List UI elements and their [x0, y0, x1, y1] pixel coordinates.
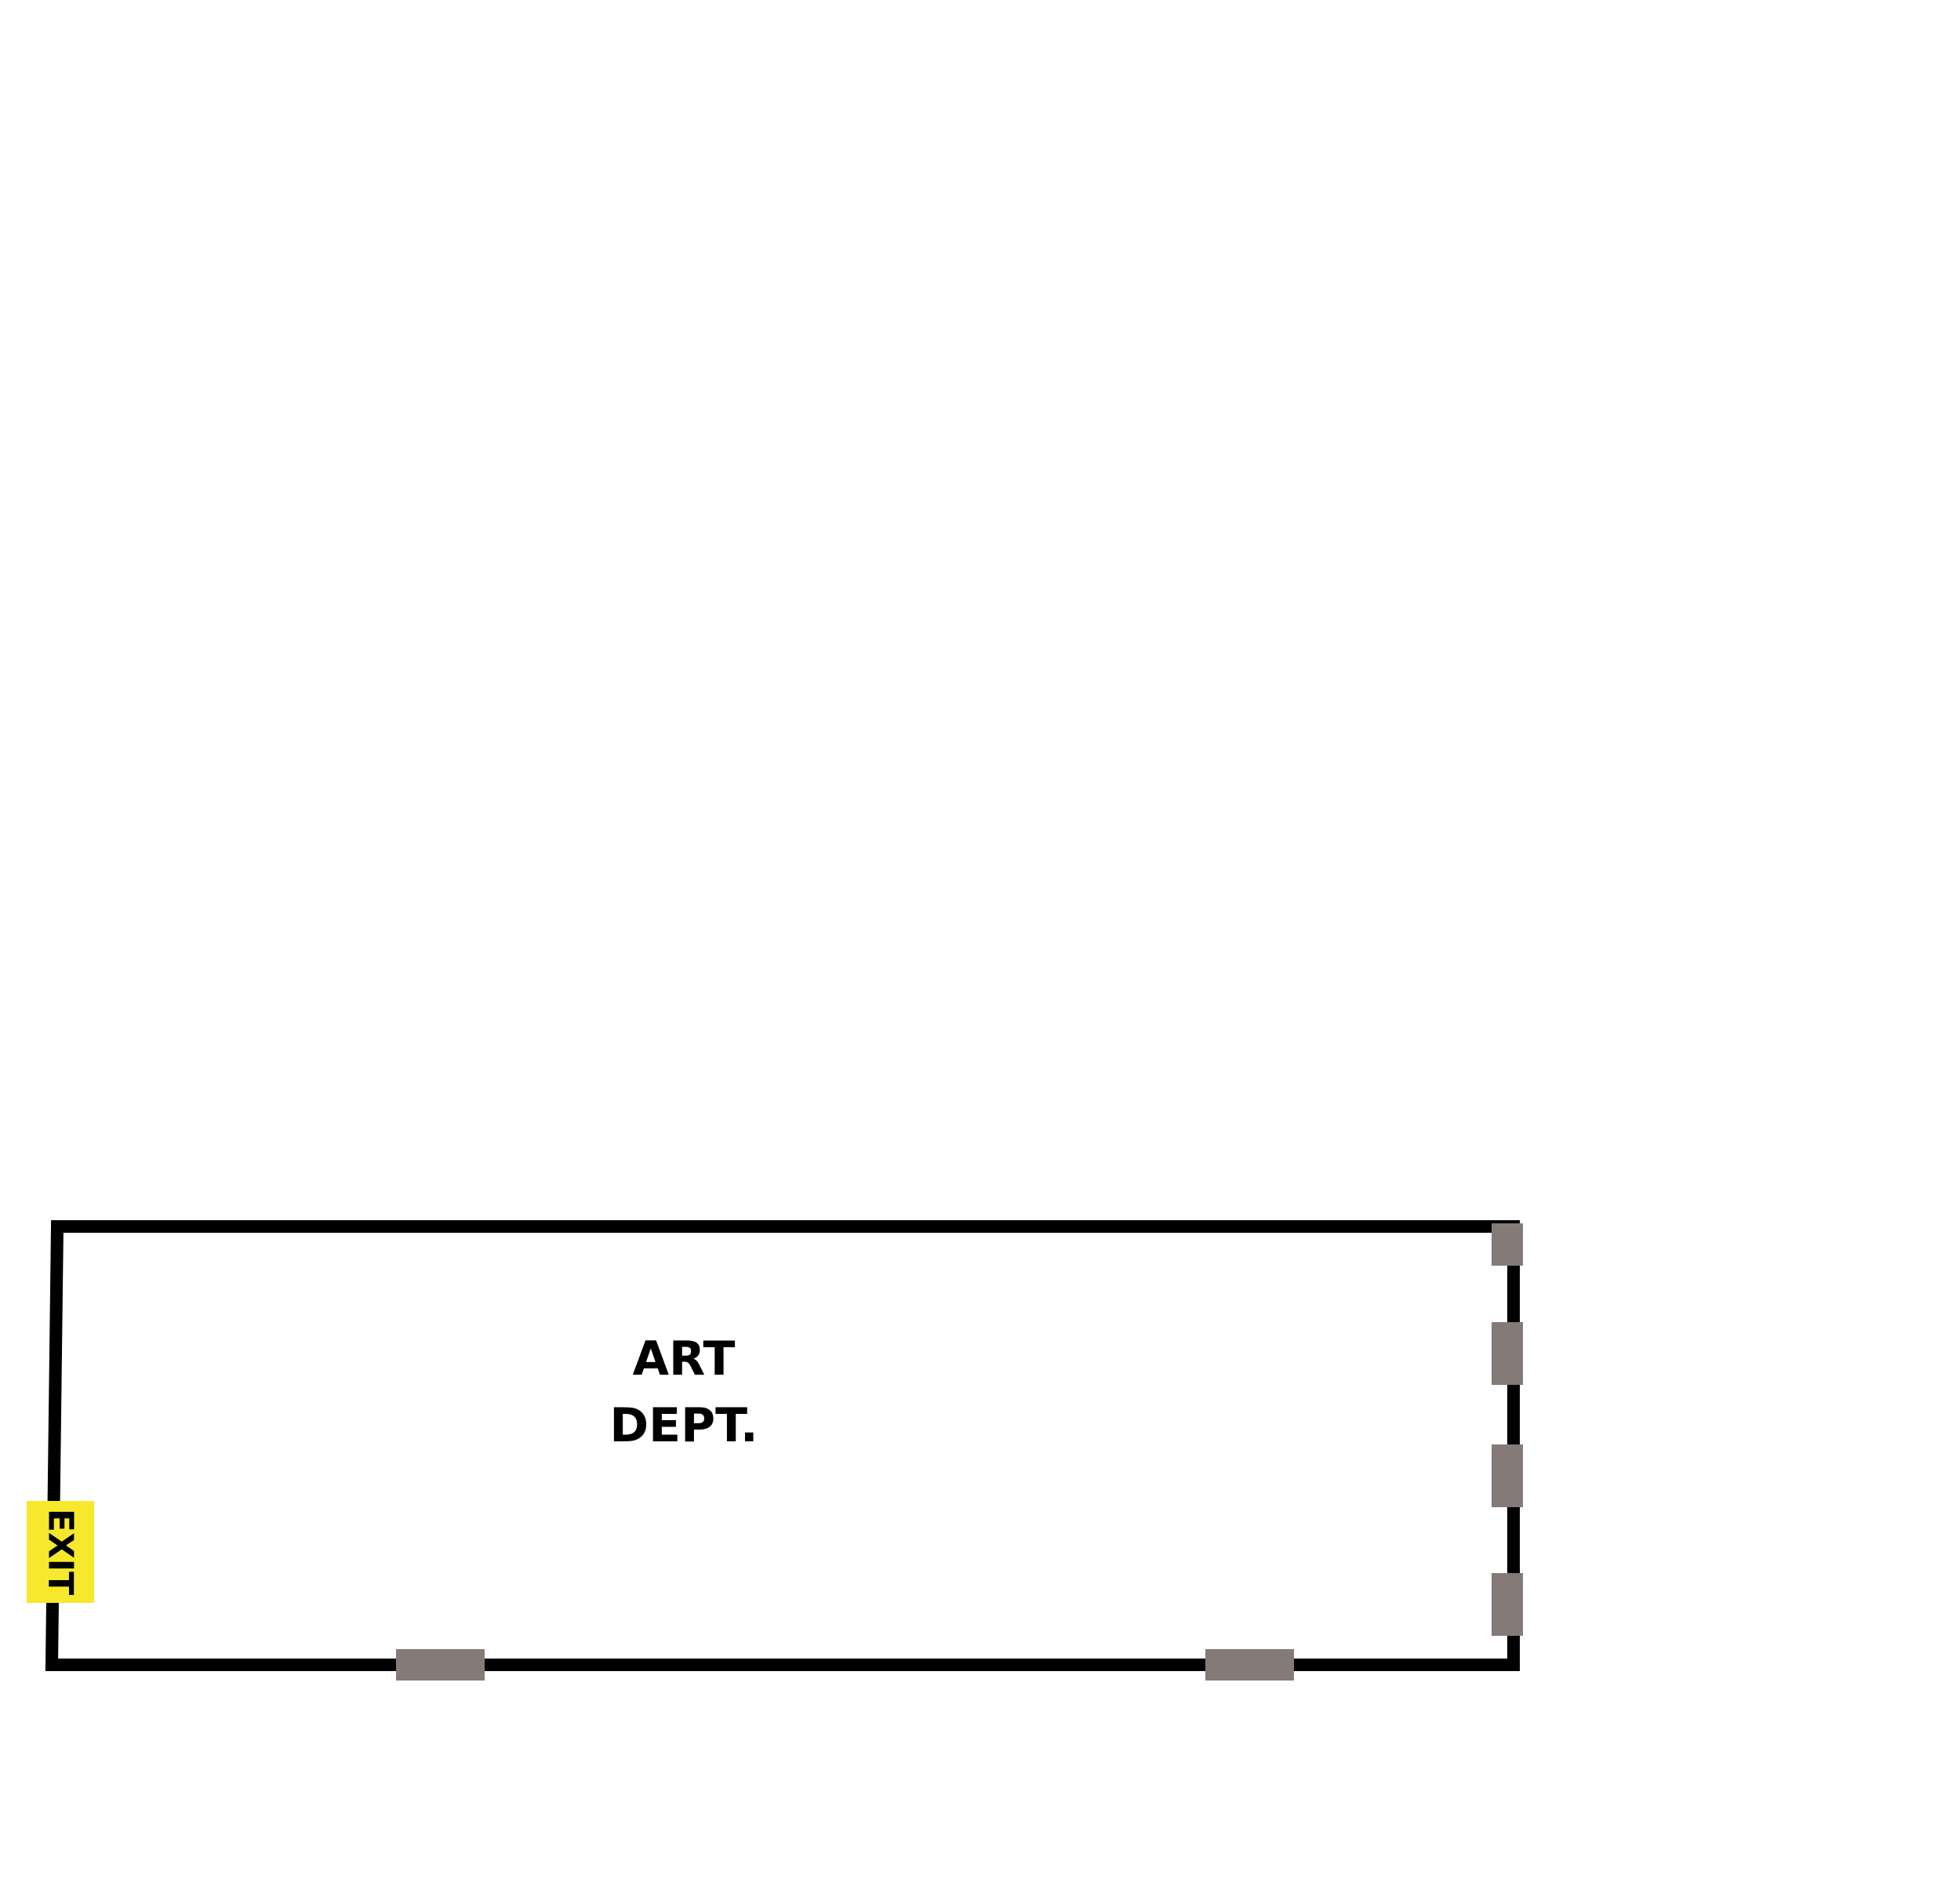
bottom-wall-opening-2 [1205, 1649, 1294, 1681]
right-wall-opening-4 [1492, 1573, 1523, 1636]
exit-sign: EXIT [27, 1501, 94, 1603]
exit-sign-background [27, 1501, 94, 1603]
right-wall-opening-3 [1492, 1444, 1523, 1507]
right-wall-opening-2 [1492, 1322, 1523, 1385]
bottom-wall-opening-1 [396, 1649, 485, 1681]
right-wall-opening-1 [1492, 1223, 1523, 1266]
room-label-line1: ART [633, 1332, 736, 1386]
room-walls [45, 1220, 1520, 1671]
exit-sign-label: EXIT [41, 1509, 81, 1595]
room-label-line2: DEPT. [609, 1398, 758, 1453]
